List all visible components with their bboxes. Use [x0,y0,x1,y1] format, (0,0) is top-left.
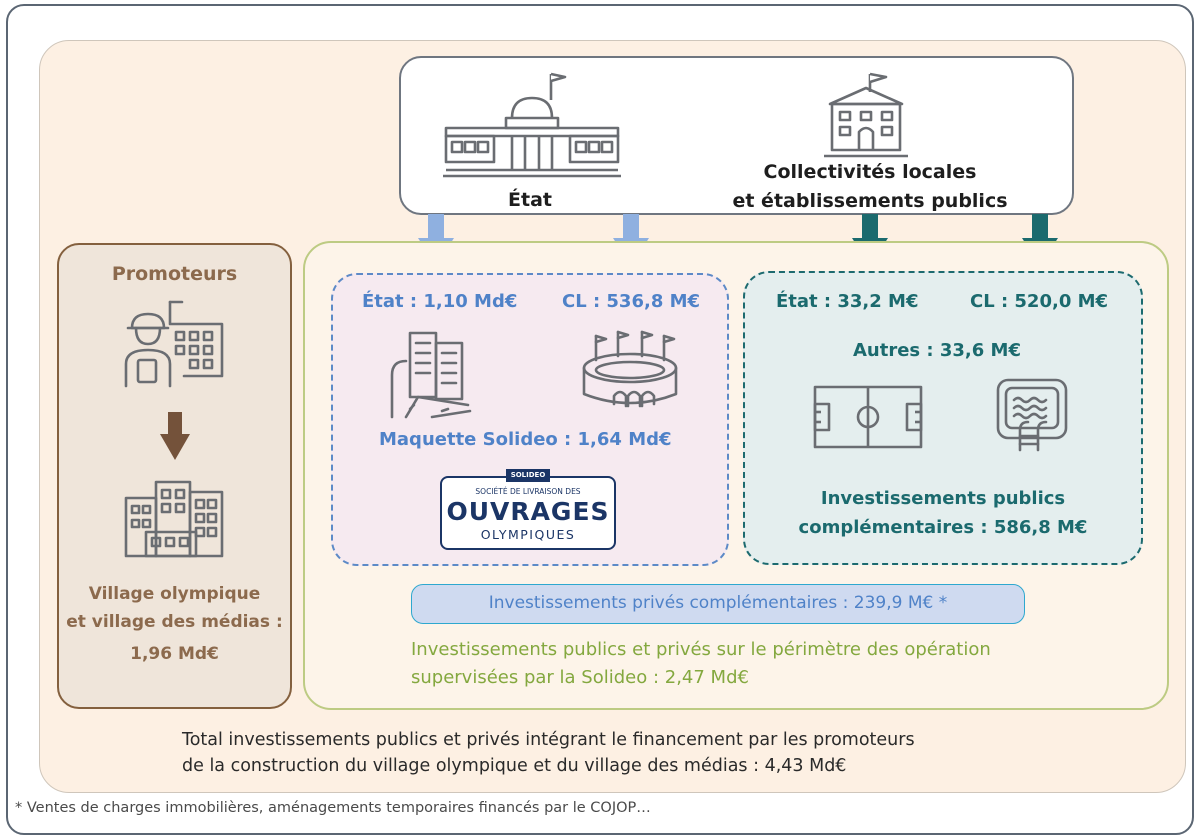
promoteurs-box [57,243,292,709]
grand-total-line2: de la construction du village olympique … [182,756,847,776]
government-building-icon [443,72,621,178]
funder-collectivites-line1: Collectivités locales [763,161,977,183]
maquette-solideo-total: Maquette Solideo : 1,64 Md€ [379,429,672,450]
funder-collectivites: Collectivités locales et établissements … [700,158,1040,216]
promoteurs-caption-line3: 1,96 Md€ [130,644,219,664]
promoteurs-caption-line1: Village olympique [88,584,261,604]
football-field-icon [813,385,923,449]
grand-total-line1: Total investissements publics et privés … [182,730,915,750]
complementaires-total: Investissements publics complémentaires … [760,484,1126,542]
apartment-buildings-icon [124,480,224,558]
promoteurs-arrow [160,412,190,460]
funder-etat: État [508,189,552,211]
complementaires-autres-amount: Autres : 33,6 M€ [853,340,1021,361]
promoteurs-title: Promoteurs [111,263,238,285]
promoteurs-caption-line2: et village des médias : [66,612,283,632]
grand-total: Total investissements publics et privés … [182,727,1082,779]
city-road-icon [390,331,472,419]
swimming-pool-icon [996,378,1068,452]
complementaires-etat-amount: État : 33,2 M€ [776,291,919,312]
perimetre-line1: Investissements publics et privés sur le… [411,639,991,660]
complementaires-cl-amount: CL : 520,0 M€ [970,291,1109,312]
diagram-frame [6,4,1194,835]
stadium-icon [582,330,678,408]
perimetre-line2: supervisées par la Solideo : 2,47 Md€ [411,667,749,688]
construction-worker-icon [124,300,224,388]
promoteurs-caption: Village olympique et village des médias … [57,580,292,668]
town-hall-icon [824,72,908,158]
footnote: * Ventes de charges immobilières, aménag… [15,800,651,816]
solideo-logo-tag: SOLIDEO [506,469,550,482]
solideo-etat-amount: État : 1,10 Md€ [362,291,518,312]
solideo-logo-line2: OUVRAGES [446,497,610,526]
solideo-logo-line1: SOCIÉTÉ DE LIVRAISON DES [475,487,581,496]
investissements-complementaires-box [743,271,1143,565]
perimetre-solideo-total: Investissements publics et privés sur le… [411,636,1131,692]
funder-collectivites-line2: et établissements publics [732,190,1008,212]
solideo-cl-amount: CL : 536,8 M€ [562,291,701,312]
complementaires-total-line2: complémentaires : 586,8 M€ [798,517,1088,538]
solideo-logo-line3: OLYMPIQUES [480,527,576,542]
complementaires-total-line1: Investissements publics [820,488,1066,509]
investissements-prives-pill: Investissements privés complémentaires :… [411,584,1025,624]
